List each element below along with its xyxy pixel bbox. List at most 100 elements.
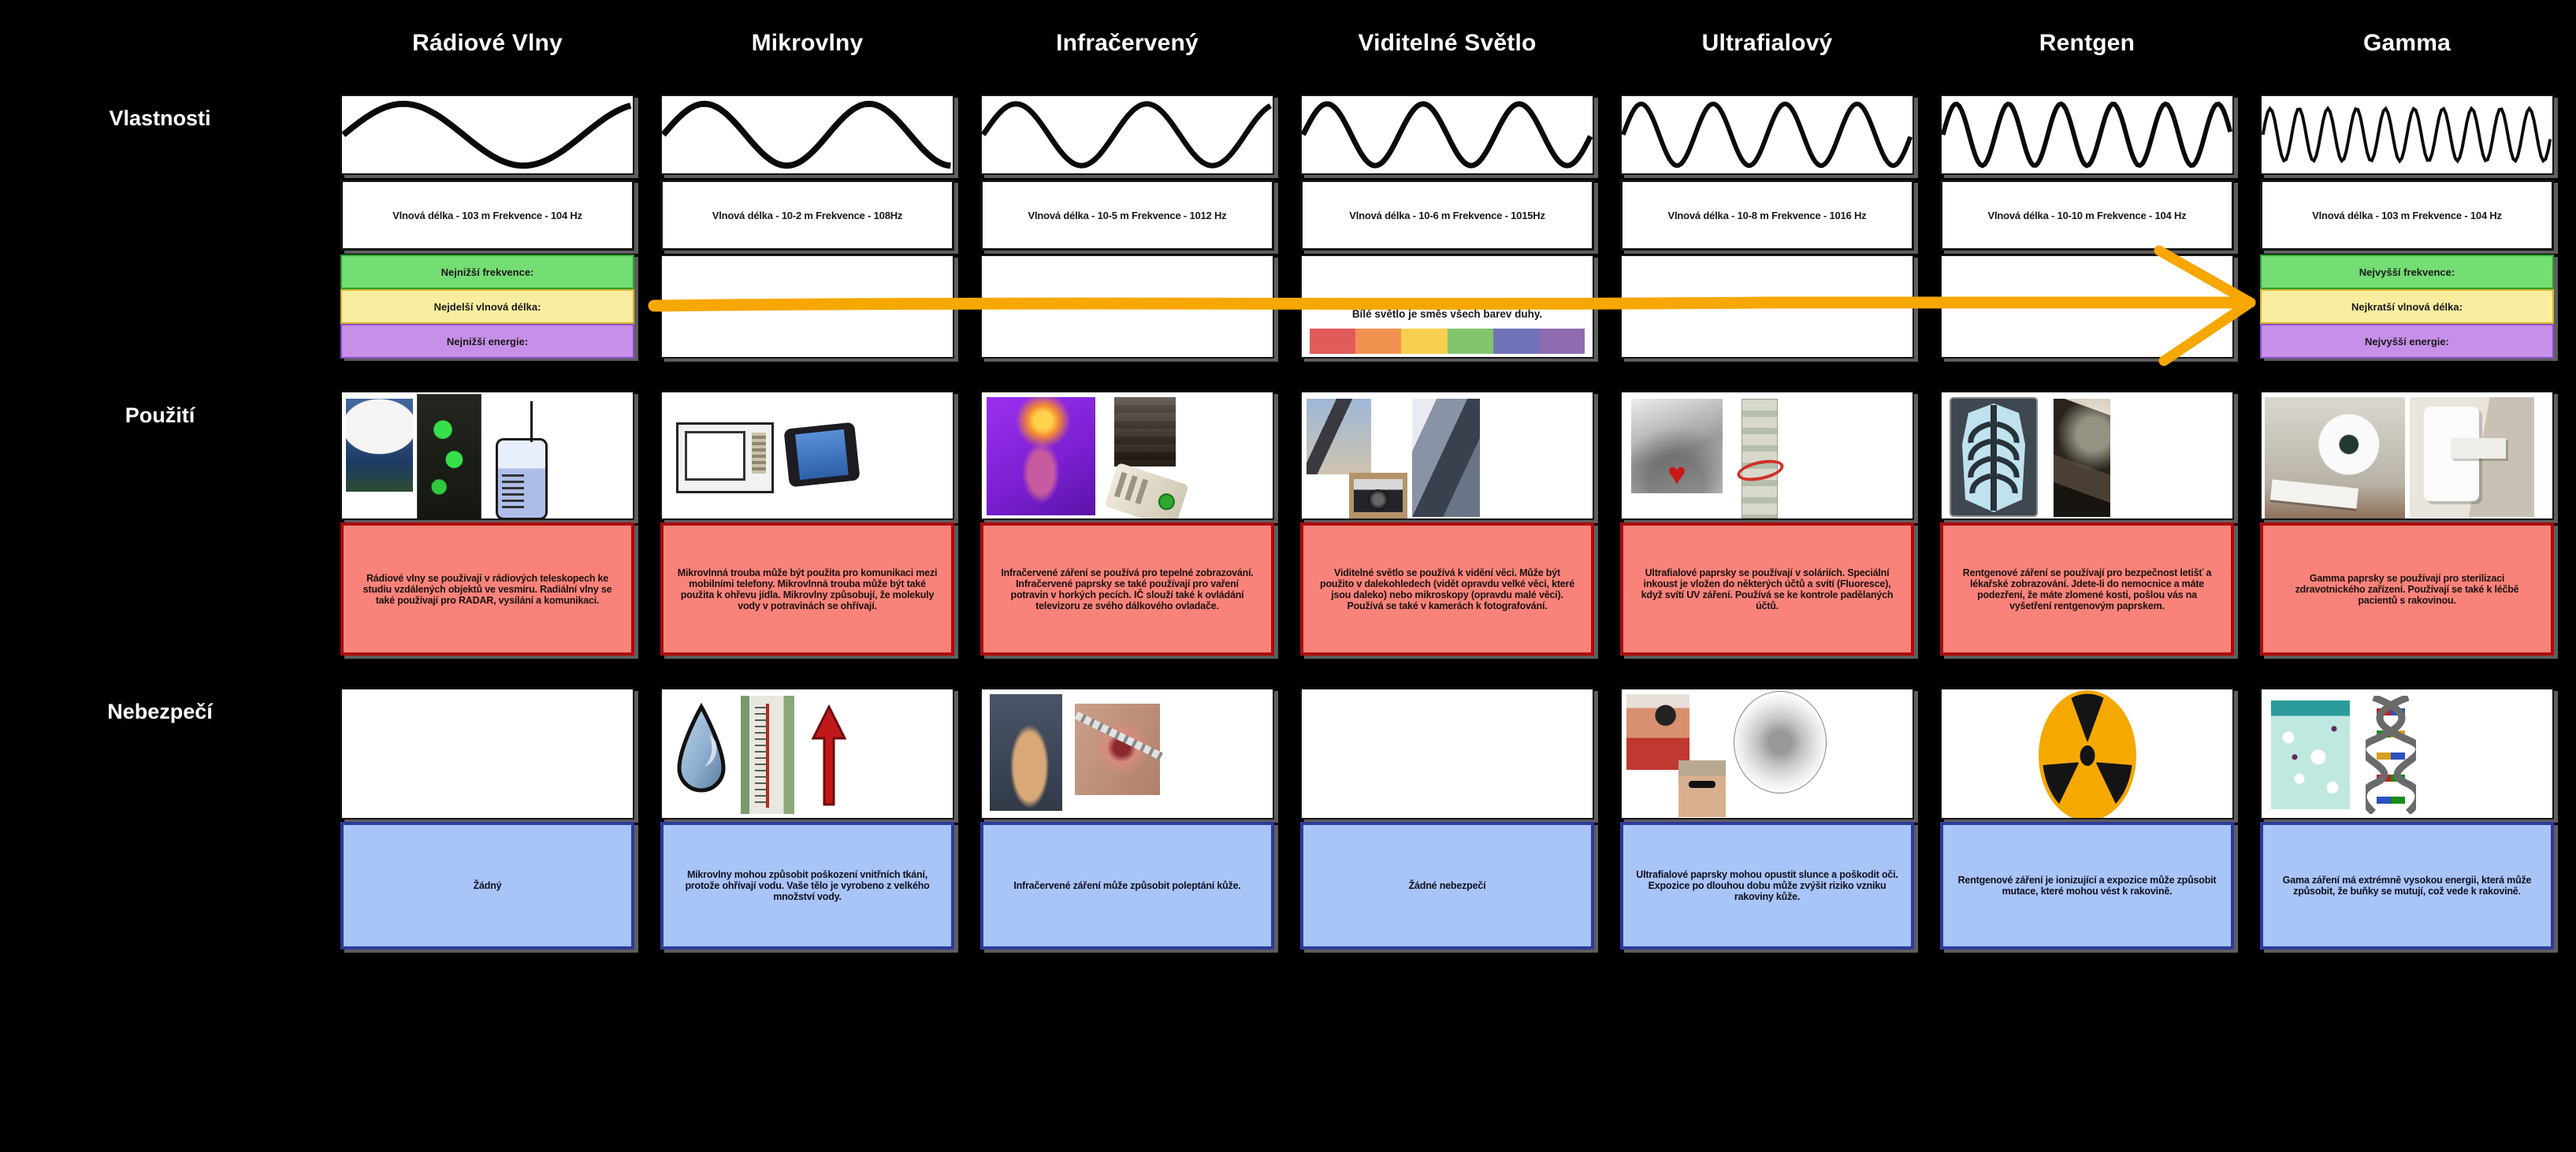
column-radio-waves: Rádiové Vlny Vlnová délka - 103 m Frekve… xyxy=(340,0,634,993)
wavelength-panel: Vlnová délka - 10-6 m Frekvence - 1015Hz xyxy=(1300,180,1594,251)
dangers-text: Mikrovlny mohou způsobit poškození vnitř… xyxy=(685,869,930,902)
column-header: Viditelné Světlo xyxy=(1358,30,1537,56)
highest-energy-box: Nejvyšší energie: xyxy=(2260,324,2554,359)
highest-frequency-box: Nejvyšší frekvence: xyxy=(2260,255,2554,289)
dna-helix-icon xyxy=(2366,696,2416,814)
rainbow-segment xyxy=(1401,329,1448,354)
dangers-text-panel: Gama záření má extrémně vysokou energii,… xyxy=(2260,822,2554,949)
uses-images-panel xyxy=(1940,391,2234,520)
column-infrared: Infračervený Vlnová délka - 10-5 m Frekv… xyxy=(980,0,1274,993)
dangers-images-panel xyxy=(1300,688,1594,819)
dangers-text-panel: Žádné nebezpečí xyxy=(1300,822,1594,949)
uses-text: Ultrafialové paprsky se používají v solá… xyxy=(1641,567,1894,611)
wave-panel xyxy=(980,95,1274,175)
wavelength-text: Vlnová délka - 10-6 m Frekvence - 1015Hz xyxy=(1349,209,1545,221)
dangers-images-panel xyxy=(980,688,1274,819)
wavelength-panel: Vlnová délka - 10-2 m Frekvence - 108Hz xyxy=(660,180,954,251)
oven-image xyxy=(1114,397,1176,466)
chest-xray-icon xyxy=(1950,397,2038,517)
radio-icon xyxy=(496,401,548,518)
up-arrow-icon xyxy=(811,704,847,806)
baggage-scanner-image xyxy=(2054,399,2110,517)
column-header: Mikrovlny xyxy=(751,30,864,56)
thermal-image xyxy=(987,397,1095,515)
uses-text: Rádiové vlny se používají v rádiových te… xyxy=(362,572,612,606)
uses-text-panel: Rádiové vlny se používají v rádiových te… xyxy=(340,522,634,656)
lowest-energy-box: Nejnižší energie: xyxy=(340,324,634,359)
dangers-images-panel xyxy=(340,688,634,819)
column-header: Rádiové Vlny xyxy=(412,30,563,56)
column-microwaves: Mikrovlny Vlnová délka - 10-2 m Frekvenc… xyxy=(660,0,954,993)
dangers-text: Rentgenové záření je ionizující a expozi… xyxy=(1957,875,2217,897)
rainbow-segment xyxy=(1492,329,1539,354)
wave-panel xyxy=(2260,95,2554,175)
uses-text-panel: Viditelné světlo se používá k vidění věc… xyxy=(1300,522,1594,656)
camera-image xyxy=(1349,473,1407,518)
dangers-text: Ultrafialové paprsky mohou opustit slunc… xyxy=(1636,869,1898,902)
dangers-text: Infračervené záření může způsobit polept… xyxy=(1013,880,1241,891)
dangers-text: Žádné nebezpečí xyxy=(1408,880,1486,891)
wavelength-text: Vlnová délka - 103 m Frekvence - 104 Hz xyxy=(2312,209,2502,221)
wave-panel xyxy=(660,95,954,175)
dangers-text-panel: Žádný xyxy=(340,822,634,949)
skin-burn-image xyxy=(1075,704,1160,795)
sine-wave-icon xyxy=(1302,101,1593,169)
wavelength-text: Vlnová délka - 10-5 m Frekvence - 1012 H… xyxy=(1028,209,1227,221)
tv-remote-image xyxy=(1104,462,1189,518)
radiotherapy-machine-image xyxy=(2410,397,2534,517)
uses-text-panel: Rentgenové záření se používají pro bezpe… xyxy=(1940,522,2234,656)
smartphone-image xyxy=(783,422,861,488)
uses-text: Viditelné světlo se používá k vidění věc… xyxy=(1320,567,1574,611)
spectrum-direction-arrow xyxy=(648,245,2256,366)
cataract-image xyxy=(1734,691,1827,793)
uses-text: Gamma paprsky se používají pro steriliza… xyxy=(2295,572,2519,606)
column-header: Infračervený xyxy=(1056,30,1199,56)
radar-screen-image xyxy=(417,394,481,518)
uses-text: Rentgenové záření se používají pro bezpe… xyxy=(1962,567,2212,611)
shortest-wavelength-box: Nejkratší vlnová délka: xyxy=(2260,289,2554,324)
column-visible-light: Viditelné Světlo Vlnová délka - 10-6 m F… xyxy=(1300,0,1594,993)
uses-images-panel xyxy=(1300,391,1594,520)
dangers-text: Gama záření má extrémně vysokou energii,… xyxy=(2282,875,2532,897)
rainbow-segment xyxy=(1355,329,1402,354)
row-label-dangers: Nebezpečí xyxy=(107,700,213,723)
water-drop-icon xyxy=(677,702,726,793)
microscope-image xyxy=(1412,399,1480,517)
sine-wave-icon xyxy=(1622,101,1912,169)
sine-wave-icon xyxy=(2262,106,2552,164)
dangers-text-panel: Mikrovlny mohou způsobit poškození vnitř… xyxy=(660,822,954,949)
row-label-properties: Vlastnosti xyxy=(109,106,211,130)
uses-text-panel: Ultrafialové paprsky se používají v solá… xyxy=(1620,522,1914,656)
uses-images-panel xyxy=(2260,391,2554,520)
rainbow-segment xyxy=(1310,329,1356,354)
rainbow-bar xyxy=(1310,329,1585,354)
uses-text-panel: Gamma paprsky se používají pro steriliza… xyxy=(2260,522,2554,656)
wavelength-panel: Vlnová délka - 10-5 m Frekvence - 1012 H… xyxy=(980,180,1274,251)
white-light-note: Bílé světlo je směs všech barev duhy. xyxy=(1351,308,1543,320)
column-gamma: Gamma Vlnová délka - 103 m Frekvence - 1… xyxy=(2260,0,2554,993)
rainbow-segment xyxy=(1447,329,1493,354)
wavelength-panel: Vlnová délka - 10-8 m Frekvence - 1016 H… xyxy=(1620,180,1914,251)
uses-images-panel xyxy=(1620,391,1914,520)
sine-wave-icon xyxy=(342,100,632,169)
wavelength-text: Vlnová délka - 10-2 m Frekvence - 108Hz xyxy=(712,209,903,221)
wave-panel xyxy=(340,95,634,175)
cell-micrograph-image xyxy=(2271,700,2350,809)
telescope-image xyxy=(1307,399,1371,474)
column-header: Ultrafialový xyxy=(1701,30,1833,56)
uses-images-panel xyxy=(980,391,1274,520)
dangers-text-panel: Infračervené záření může způsobit polept… xyxy=(980,822,1274,949)
wavelength-panel: Vlnová délka - 10-10 m Frekvence - 104 H… xyxy=(1940,180,2234,251)
dangers-images-panel xyxy=(1620,688,1914,819)
dangers-images-panel xyxy=(2260,688,2554,819)
banknote-uv-image xyxy=(1741,399,1778,518)
radiation-symbol-icon xyxy=(2039,690,2136,818)
column-ultraviolet: Ultrafialový Vlnová délka - 10-8 m Frekv… xyxy=(1620,0,1914,993)
column-header: Gamma xyxy=(2362,30,2451,56)
microwave-oven-icon xyxy=(676,422,774,493)
wave-panel xyxy=(1300,95,1594,175)
dangers-images-panel xyxy=(1940,688,2234,819)
column-xray: Rentgen Vlnová délka - 10-10 m Frekvence… xyxy=(1940,0,2234,993)
dangers-text-panel: Ultrafialové paprsky mohou opustit slunc… xyxy=(1620,822,1914,949)
